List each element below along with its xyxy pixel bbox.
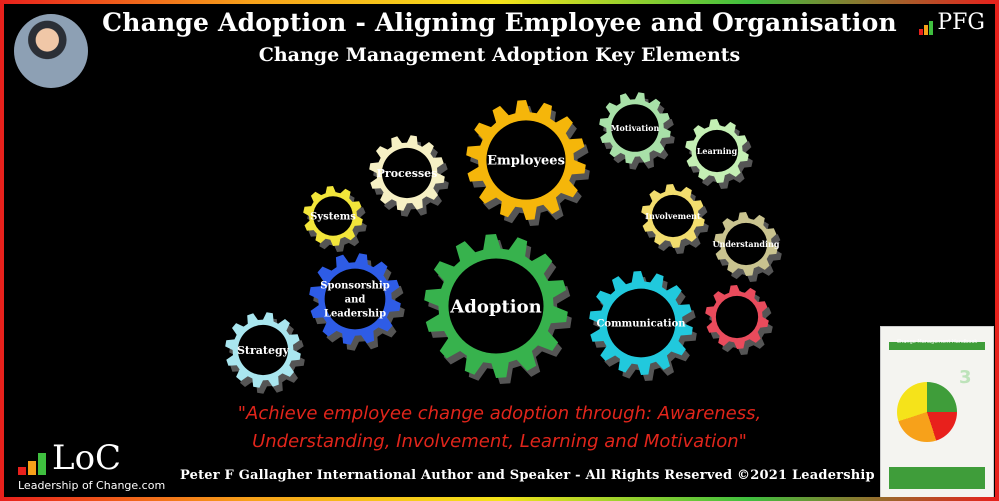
gear-label: Sponsorship bbox=[320, 281, 389, 292]
gear-hub bbox=[237, 324, 289, 376]
gear: Involvement bbox=[641, 184, 709, 254]
book-cover-chart bbox=[897, 382, 957, 442]
page-title: Change Adoption - Aligning Employee and … bbox=[102, 8, 897, 37]
gear-label: Motivation bbox=[611, 123, 660, 133]
book-cover: Change Management Handbook 3 bbox=[880, 326, 994, 497]
page-subtitle: Change Management Adoption Key Elements bbox=[258, 44, 741, 66]
logo-bar bbox=[28, 461, 36, 475]
book-volume-number: 3 bbox=[959, 367, 972, 388]
gear-label: Strategy bbox=[237, 344, 290, 357]
gear-label: Understanding bbox=[713, 239, 780, 249]
gear-hub bbox=[695, 129, 739, 173]
gear-label: Systems bbox=[310, 212, 356, 223]
loc-logo: LoC Leadership of Change.com bbox=[16, 441, 166, 497]
gear-label: Learning bbox=[697, 146, 738, 156]
footer-credit: Peter F Gallagher International Author a… bbox=[180, 468, 969, 483]
pfg-logo-text: PFG bbox=[937, 10, 985, 35]
author-photo bbox=[14, 14, 88, 88]
book-cover-footer bbox=[889, 467, 985, 489]
gear-hub bbox=[486, 120, 566, 200]
book-cover-band bbox=[889, 342, 985, 350]
gear: Strategy bbox=[225, 312, 305, 394]
gear-label: Involvement bbox=[645, 211, 701, 221]
pfg-logo: PFG bbox=[919, 10, 985, 35]
gear: Motivation bbox=[599, 92, 675, 170]
gear: Communication bbox=[589, 271, 697, 381]
gear-label: and bbox=[345, 295, 366, 306]
quote-line-2: Understanding, Involvement, Learning and… bbox=[252, 431, 747, 452]
gear-label: Processes bbox=[377, 167, 438, 180]
logo-bar bbox=[38, 453, 46, 475]
gear: Understanding bbox=[713, 212, 782, 282]
gear bbox=[705, 285, 773, 355]
gear-hub bbox=[381, 147, 433, 199]
gear-hub bbox=[606, 288, 676, 358]
logo-wordmark: LoC bbox=[52, 438, 122, 478]
gear: Processes bbox=[369, 135, 449, 217]
gear-hub bbox=[313, 196, 353, 236]
gear-label: Communication bbox=[596, 319, 686, 330]
gear: Learning bbox=[685, 119, 753, 189]
quote-line-1: "Achieve employee change adoption throug… bbox=[237, 403, 762, 424]
logo-url: Leadership of Change.com bbox=[18, 479, 166, 492]
gear: Systems bbox=[303, 186, 367, 252]
book-title: Change Management Handbook bbox=[896, 339, 978, 345]
gear-hub bbox=[324, 268, 386, 330]
gear-hub bbox=[651, 194, 695, 238]
bar-logo-icon bbox=[919, 21, 934, 35]
gear: Employees bbox=[466, 100, 590, 226]
gear-label: Adoption bbox=[449, 296, 541, 317]
gear-hub bbox=[715, 295, 759, 339]
gear-hub bbox=[448, 258, 544, 354]
gear-hub bbox=[724, 222, 768, 266]
gear: Adoption bbox=[424, 234, 572, 384]
logo-bar bbox=[18, 467, 26, 475]
gear-label: Leadership bbox=[324, 309, 386, 320]
gear-hub bbox=[611, 104, 659, 152]
gear-label: Employees bbox=[487, 154, 565, 169]
